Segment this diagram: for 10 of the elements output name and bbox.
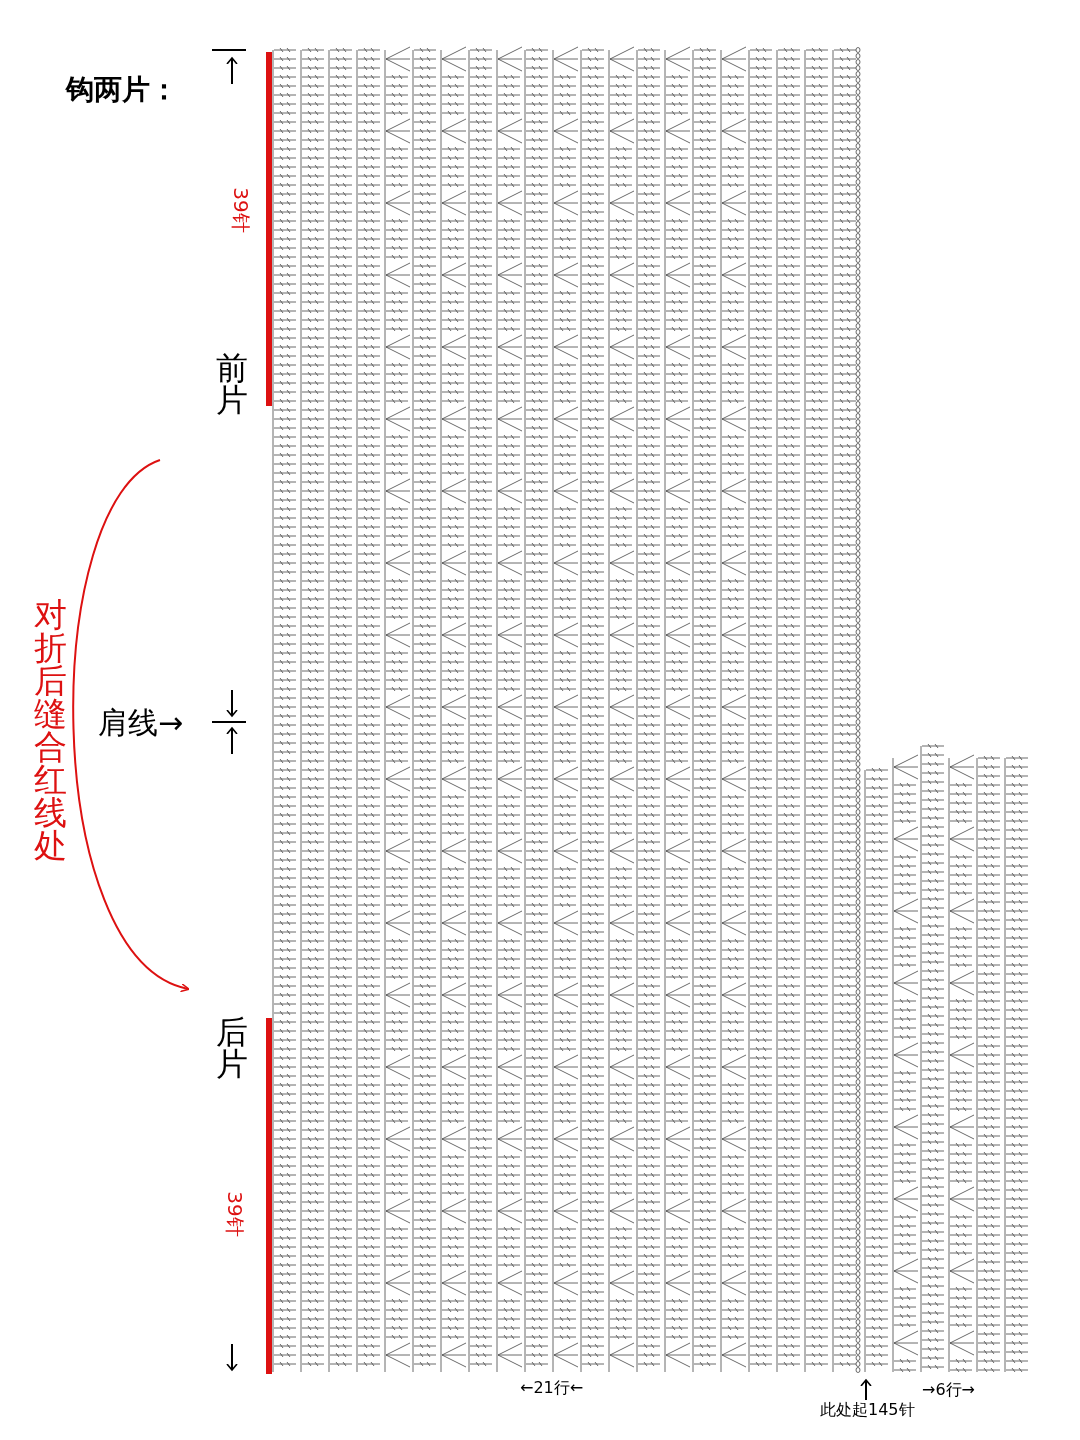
row-count: →6行→ <box>922 1382 975 1398</box>
seam-note: 对折后缝合红线处 <box>34 598 68 862</box>
shoulder-label: 肩线→ <box>98 708 184 738</box>
stitch-count: 此处起145针 <box>820 1402 915 1418</box>
piece-label: 前片 <box>216 352 249 416</box>
stitch-count: 39针 <box>224 1191 245 1237</box>
piece-label: 后片 <box>216 1016 249 1080</box>
stitch-count: 39针 <box>230 187 251 233</box>
row-count: ←21行← <box>520 1380 584 1396</box>
chart-title: 钩两片： <box>66 76 178 104</box>
